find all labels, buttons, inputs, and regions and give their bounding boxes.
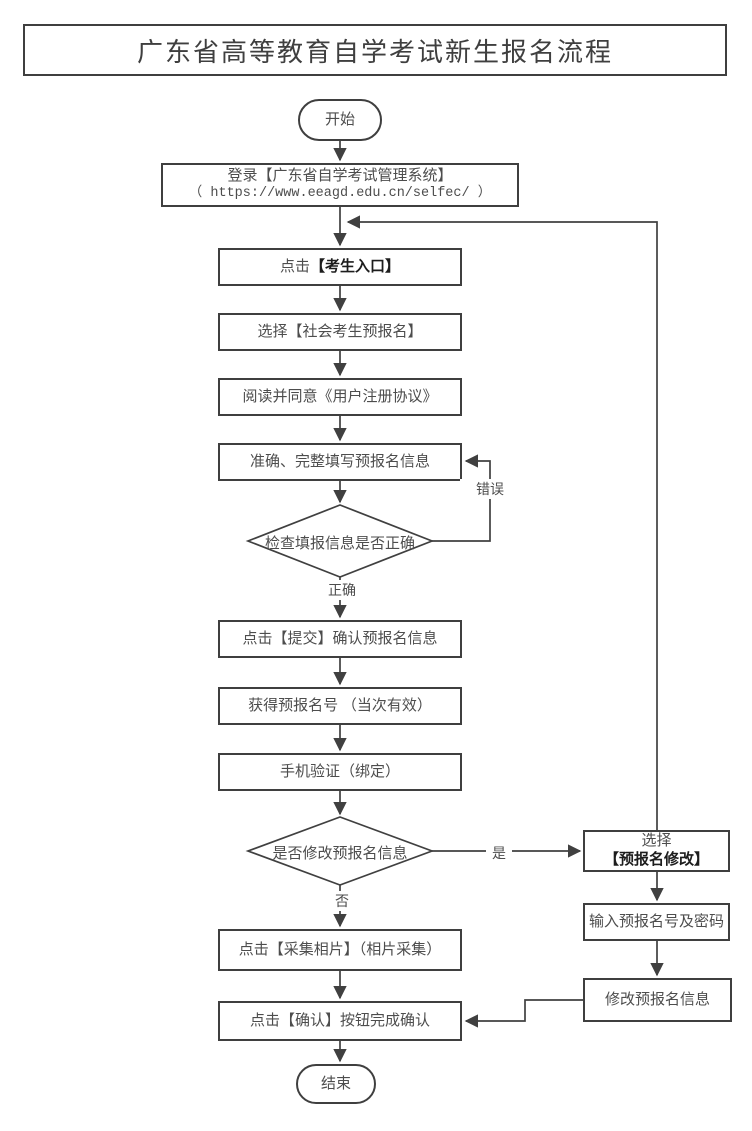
modify-decision-diamond <box>245 816 435 886</box>
edge-label-no: 否 <box>329 891 355 911</box>
edge-label-correct: 正确 <box>312 580 372 600</box>
node-check-info-label: 检查填报信息是否正确 <box>264 536 415 552</box>
flowchart-title-text: 广东省高等教育自学考试新生报名流程 <box>136 37 613 67</box>
node-final-confirm: 点击【确认】按钮完成确认 <box>218 1001 462 1041</box>
node-modify-info: 修改预报名信息 <box>583 978 732 1022</box>
node-phone-verification: 手机验证（绑定） <box>218 753 462 791</box>
node-select-modify-strong: 【预报名修改】 <box>603 852 709 868</box>
flowchart-title: 广东省高等教育自学考试新生报名流程 <box>23 24 727 76</box>
edge-label-error-text: 错误 <box>476 483 504 498</box>
node-candidate-entry: 点击【考生入口】 <box>218 248 462 286</box>
node-phone-verification-label: 手机验证（绑定） <box>279 763 400 780</box>
node-final-confirm-label: 点击【确认】按钮完成确认 <box>249 1012 430 1029</box>
node-social-preregistration-label: 选择【社会考生预报名】 <box>257 323 423 340</box>
check-decision-diamond <box>245 504 435 578</box>
node-check-info: 检查填报信息是否正确 <box>248 532 432 553</box>
node-fill-info: 准确、完整填写预报名信息 <box>218 443 462 481</box>
node-user-agreement: 阅读并同意《用户注册协议》 <box>218 378 462 416</box>
node-input-number-password-label: 输入预报名号及密码 <box>588 913 724 930</box>
node-modify-question: 是否修改预报名信息 <box>248 842 432 863</box>
node-modify-info-label: 修改预报名信息 <box>604 991 710 1008</box>
node-end-label: 结束 <box>320 1075 351 1092</box>
node-candidate-entry-prefix: 点击 <box>279 258 310 275</box>
node-start: 开始 <box>298 99 382 141</box>
node-start-label: 开始 <box>324 111 355 128</box>
node-input-number-password: 输入预报名号及密码 <box>583 903 730 941</box>
node-select-modify: 选择 【预报名修改】 <box>583 830 730 872</box>
node-modify-question-label: 是否修改预报名信息 <box>272 846 408 862</box>
node-candidate-entry-strong: 【考生入口】 <box>310 258 401 275</box>
node-get-prereg-number-label: 获得预报名号 （当次有效） <box>248 697 432 714</box>
node-fill-info-label: 准确、完整填写预报名信息 <box>249 453 430 470</box>
node-login-label: 登录【广东省自学考试管理系统】 <box>227 167 453 184</box>
node-end: 结束 <box>296 1064 376 1104</box>
node-collect-photo-label: 点击【采集相片】（相片采集） <box>238 941 442 958</box>
node-login-url: （ https://www.eeagd.edu.cn/selfec/ ） <box>188 186 492 202</box>
node-get-prereg-number: 获得预报名号 （当次有效） <box>218 687 462 725</box>
node-submit-confirm: 点击【提交】确认预报名信息 <box>218 620 462 658</box>
edge-label-no-text: 否 <box>335 895 349 910</box>
edge-label-yes: 是 <box>486 843 512 863</box>
node-collect-photo: 点击【采集相片】（相片采集） <box>218 929 462 971</box>
edge-label-yes-text: 是 <box>492 847 506 862</box>
node-select-modify-line1: 选择 <box>641 833 672 850</box>
node-user-agreement-label: 阅读并同意《用户注册协议》 <box>242 388 438 405</box>
edge-label-error: 错误 <box>460 479 520 499</box>
node-social-preregistration: 选择【社会考生预报名】 <box>218 313 462 351</box>
node-login-system: 登录【广东省自学考试管理系统】 （ https://www.eeagd.edu.… <box>161 163 519 207</box>
edge-label-correct-text: 正确 <box>328 584 356 599</box>
node-submit-confirm-label: 点击【提交】确认预报名信息 <box>242 630 438 647</box>
